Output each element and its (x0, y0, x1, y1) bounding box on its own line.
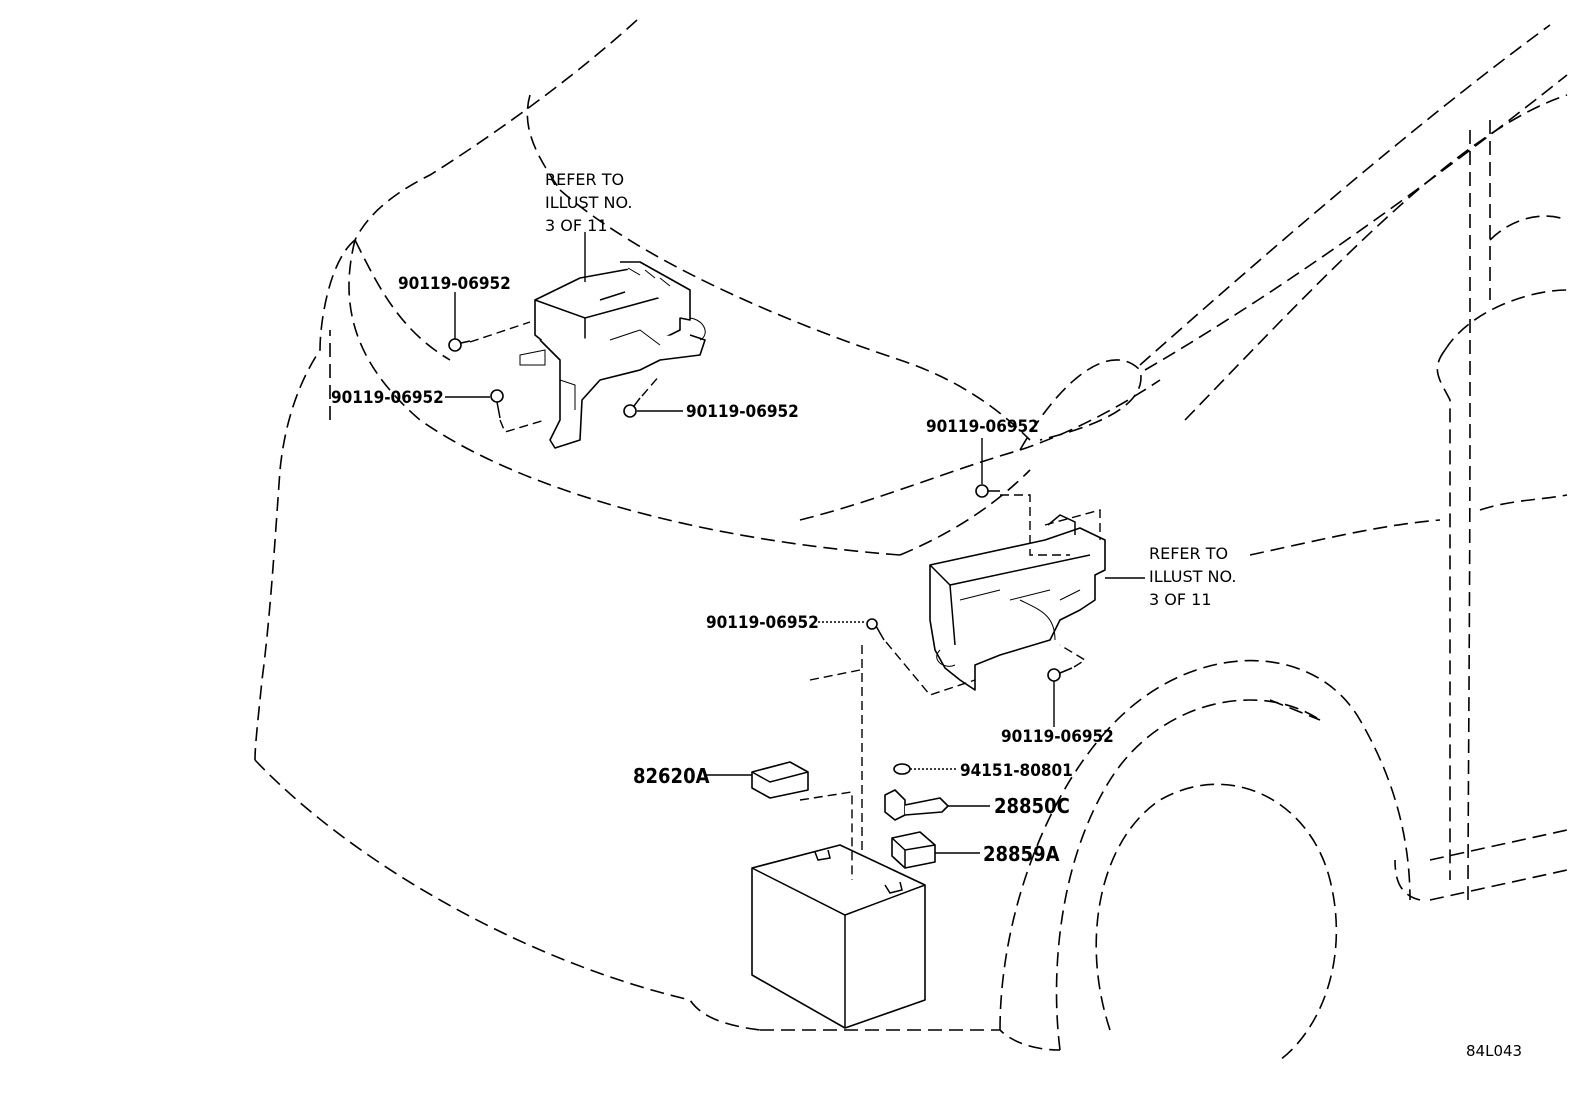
note-right-line-2: ILLUST NO. (1149, 567, 1236, 586)
terminal-28859A-icon (891, 831, 936, 869)
callout-part-28850C: 28850C (994, 794, 1070, 818)
nut-icon (893, 763, 911, 775)
vehicle-outline (254, 19, 1568, 1061)
callout-bolt-upper-b: 90119-06952 (331, 388, 444, 408)
callout-bolt-upper-c: 90119-06952 (686, 402, 799, 422)
battery-clamp-icon (751, 761, 809, 799)
bolt-icon-center-top (975, 484, 1000, 498)
bolt-icon-center-right (1047, 667, 1073, 682)
callout-clamp-82620A: 82620A (633, 764, 710, 788)
note-right: REFER TO ILLUST NO. 3 OF 11 (1149, 544, 1236, 609)
callout-part-28859A: 28859A (983, 842, 1060, 866)
note-upper-line-3: 3 OF 11 (545, 216, 608, 235)
terminal-28850C-icon (884, 789, 949, 821)
callout-nut: 94151-80801 (960, 761, 1073, 781)
callout-bolt-upper-a: 90119-06952 (398, 274, 511, 294)
callout-bolt-center-right: 90119-06952 (1001, 727, 1114, 747)
illustration-reference-id: 84L043 (1466, 1042, 1522, 1060)
callout-bolt-center-top: 90119-06952 (926, 417, 1039, 437)
note-upper-left: REFER TO ILLUST NO. 3 OF 11 (545, 170, 632, 235)
fuse-block-upper (519, 261, 706, 449)
callout-bolt-center-left: 90119-06952 (706, 613, 819, 633)
note-right-line-3: 3 OF 11 (1149, 590, 1212, 609)
junction-block-center (929, 514, 1106, 691)
bolt-icon-upper-b (490, 389, 504, 419)
note-upper-line-2: ILLUST NO. (545, 193, 632, 212)
bolt-icon-upper-c (623, 397, 641, 418)
battery (751, 844, 926, 1029)
note-upper-line-1: REFER TO (545, 170, 624, 189)
note-right-line-1: REFER TO (1149, 544, 1228, 563)
bolt-icon-center-left (866, 618, 885, 641)
bolt-icon-upper-a (448, 338, 471, 352)
